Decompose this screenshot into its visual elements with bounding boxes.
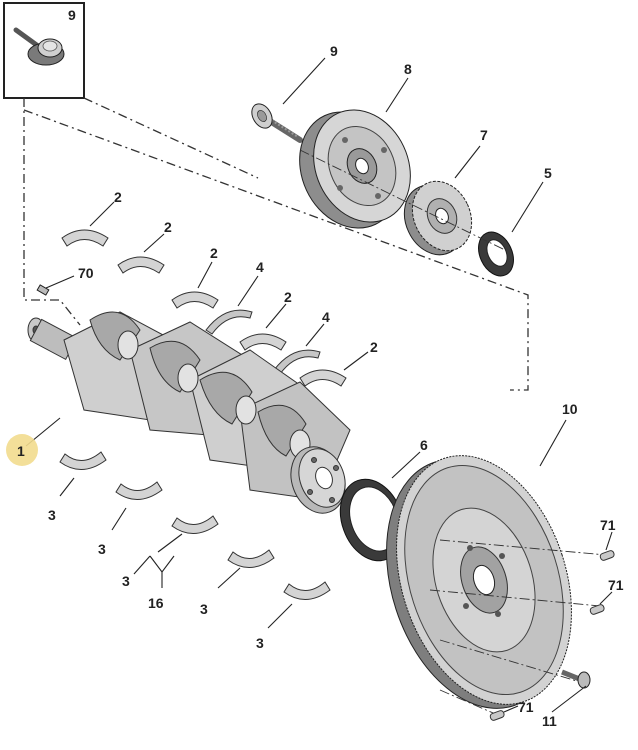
thrust-washer-2 bbox=[273, 349, 321, 375]
callout-2b: 2 bbox=[164, 219, 172, 235]
leader-lines bbox=[25, 57, 613, 713]
dashed-assembly-frame bbox=[23, 98, 81, 326]
upper-shell-1 bbox=[61, 229, 109, 247]
timing-sprocket[interactable] bbox=[393, 172, 482, 265]
callout-3d: 3 bbox=[200, 601, 208, 617]
callout-3b: 3 bbox=[98, 541, 106, 557]
lower-bearing-shells[interactable] bbox=[59, 451, 331, 600]
flywheel-bolt[interactable] bbox=[561, 669, 591, 689]
upper-bearing-shells[interactable] bbox=[61, 229, 347, 387]
lower-shell-4 bbox=[227, 549, 275, 568]
callout-2a: 2 bbox=[114, 189, 122, 205]
callout-3c: 3 bbox=[122, 573, 130, 589]
callout-1: 1 bbox=[17, 443, 25, 459]
callout-2c: 2 bbox=[210, 245, 218, 261]
thrust-washer-1 bbox=[205, 309, 253, 335]
lower-shell-5 bbox=[283, 581, 331, 600]
lower-shell-1 bbox=[59, 451, 107, 470]
dashed-assembly-frame-right bbox=[23, 109, 529, 391]
dowel-pins[interactable] bbox=[489, 550, 615, 721]
upper-shell-5 bbox=[299, 369, 347, 387]
thrust-washers[interactable] bbox=[205, 309, 321, 375]
woodruff-key[interactable] bbox=[36, 284, 50, 296]
callout-11: 11 bbox=[542, 713, 557, 729]
callout-9: 9 bbox=[330, 43, 338, 59]
dowel-pin-2 bbox=[589, 604, 605, 615]
callout-70: 70 bbox=[78, 265, 94, 281]
callout-5: 5 bbox=[544, 165, 552, 181]
front-axis-line bbox=[299, 149, 506, 251]
damper-pulley[interactable] bbox=[281, 94, 428, 245]
inset-bolt-icon bbox=[13, 27, 65, 66]
upper-shell-4 bbox=[239, 333, 287, 351]
flywheel-axis-lines bbox=[429, 539, 607, 717]
callout-16: 16 bbox=[148, 595, 164, 611]
flywheel[interactable] bbox=[356, 433, 601, 731]
callout-71b: 71 bbox=[608, 577, 624, 593]
callout-4b: 4 bbox=[322, 309, 330, 325]
callout-71c: 71 bbox=[518, 699, 534, 715]
crankshaft[interactable] bbox=[27, 311, 354, 521]
callout-8: 8 bbox=[404, 61, 412, 77]
callout-3a: 3 bbox=[48, 507, 56, 523]
callout-7: 7 bbox=[480, 127, 488, 143]
upper-shell-2 bbox=[117, 256, 165, 274]
inset-label: 9 bbox=[68, 7, 76, 23]
lower-shell-2 bbox=[115, 481, 163, 500]
callout-10: 10 bbox=[562, 401, 578, 417]
pulley-bolt[interactable] bbox=[248, 100, 303, 143]
dowel-pin-1 bbox=[599, 550, 615, 561]
callout-6: 6 bbox=[420, 437, 428, 453]
callout-labels: 9 8 7 5 2 2 2 2 2 4 4 70 3 3 3 3 3 16 6 … bbox=[48, 43, 624, 729]
callout-2e: 2 bbox=[370, 339, 378, 355]
inset-panel[interactable]: 9 bbox=[3, 2, 85, 99]
callout-3e: 3 bbox=[256, 635, 264, 651]
crankshaft-highlight-callout[interactable]: 1 bbox=[6, 434, 38, 466]
callout-4a: 4 bbox=[256, 259, 264, 275]
upper-shell-3 bbox=[171, 291, 219, 309]
callout-71a: 71 bbox=[600, 517, 616, 533]
front-oil-seal[interactable] bbox=[472, 226, 520, 281]
dashed-frame-link bbox=[83, 97, 259, 179]
dowel-pin-3 bbox=[489, 710, 505, 721]
callout-2d: 2 bbox=[284, 289, 292, 305]
lower-shell-3 bbox=[171, 515, 219, 534]
